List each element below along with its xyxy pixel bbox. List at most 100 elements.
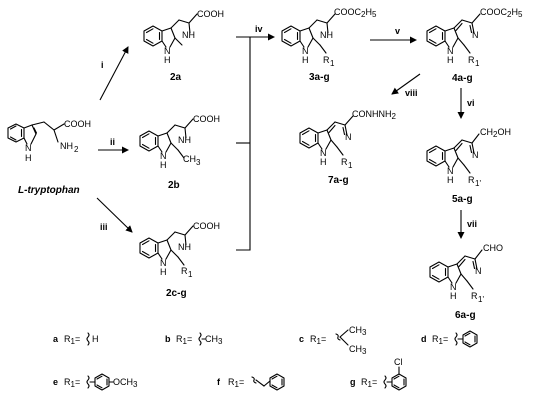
svg-text:d: d [421, 334, 427, 344]
compound-6ag-cho: CHO [483, 243, 503, 253]
svg-text:H: H [92, 334, 99, 344]
compound-6ag-n: N [450, 282, 457, 292]
compound-7ag-hydrazide: CONHNH2 [352, 109, 397, 121]
phenyl-ring-icon [94, 373, 110, 391]
compound-2cg-r: R [181, 266, 188, 276]
wavy-bond-icon [251, 376, 257, 384]
chloro-label: Cl [394, 357, 403, 367]
compound-2b-n: N [160, 151, 167, 161]
svg-text:c: c [299, 334, 304, 344]
compound-3ag-n: N [302, 46, 309, 56]
compound-7ag-structure [299, 115, 354, 156]
compound-4ag-structure [426, 13, 481, 54]
compound-7ag-ring-n: N [345, 132, 352, 142]
svg-text:R1=: R1= [310, 334, 326, 346]
svg-text:CH3: CH3 [349, 325, 367, 337]
compound-5ag-r: R [468, 175, 475, 185]
step-iii-label: iii [100, 222, 108, 232]
compound-4ag-ring-n: N [472, 30, 479, 40]
compound-6ag-ring-n: N [475, 266, 482, 276]
compound-3ag-h: H [302, 55, 309, 65]
compound-5ag-ch2oh: CH2OH [480, 127, 511, 139]
legend-item-g: g R1= Cl [350, 357, 407, 391]
compound-2b-label: 2b [168, 180, 180, 191]
step-vii-label: vii [467, 219, 477, 229]
compound-5ag-ring-n: N [472, 150, 479, 160]
svg-text:R1=: R1= [432, 334, 448, 346]
compound-4ag-h: H [447, 55, 454, 65]
compound-2a-cooh: COOH [197, 9, 224, 19]
compound-5ag-r-sub: 1' [475, 179, 481, 188]
compound-2cg-n: N [160, 258, 167, 268]
phenyl-ring-icon [269, 373, 285, 391]
compound-2cg-label: 2c-g [166, 288, 187, 299]
phenyl-ring-icon [462, 330, 478, 348]
step-iv-label: iv [255, 24, 263, 34]
svg-text:b: b [165, 334, 171, 344]
legend-item-e: e R1= OCH3 [53, 373, 138, 391]
arrow-step-viii [391, 73, 421, 95]
start-material-label: L-tryptophan [18, 185, 80, 196]
svg-text:e: e [53, 377, 58, 387]
compound-6ag-structure [429, 249, 483, 290]
compound-2a-label: 2a [170, 72, 182, 83]
compound-7ag-n: N [320, 148, 327, 158]
compound-4ag-n: N [447, 46, 454, 56]
legend-item-b: b R1= CH3 [165, 332, 223, 346]
compound-4ag-label: 4a-g [452, 73, 473, 84]
step-viii-label: viii [405, 88, 418, 98]
svg-text:f: f [217, 377, 221, 387]
compound-7ag-r: R [341, 157, 348, 167]
wavy-bond-icon [86, 332, 90, 346]
tryptophan-indole-h: H [25, 153, 32, 163]
legend-item-f: f R1= [217, 373, 285, 391]
compound-2b-ch-sub: 3 [196, 158, 201, 167]
compound-2b-ch: CH [183, 154, 196, 164]
compound-4ag-r: R [468, 55, 475, 65]
compound-2cg-h: H [160, 267, 167, 277]
compound-7ag-label: 7a-g [328, 175, 349, 186]
wavy-bond-icon [198, 332, 202, 346]
wavy-bond-icon [335, 333, 341, 341]
compound-5ag-h: H [447, 175, 454, 185]
legend-item-d: d R1= [421, 330, 478, 348]
svg-text:CH3: CH3 [349, 344, 367, 356]
compound-2a-structure [143, 13, 198, 48]
compound-3ag-structure [281, 13, 336, 54]
tryptophan-cooh: COOH [64, 119, 91, 129]
compound-2cg-cooh: COOH [193, 221, 220, 231]
compound-5ag-structure [426, 133, 480, 174]
tryptophan-nh2-sub: 2 [74, 145, 79, 154]
svg-text:R1=: R1= [64, 334, 80, 346]
step-vi-label: vi [467, 98, 475, 108]
compound-7ag-h: H [320, 157, 327, 167]
svg-text:a: a [53, 334, 59, 344]
compound-6ag-h: H [450, 291, 457, 301]
compound-3ag-ester: COOC2H5 [334, 7, 377, 19]
svg-text:R1=: R1= [176, 334, 192, 346]
compound-4ag-ester: COOC2H5 [480, 7, 523, 19]
compound-2a-h: H [164, 55, 171, 65]
compound-6ag-r-sub: 1' [478, 295, 484, 304]
svg-text:OCH3: OCH3 [113, 377, 138, 389]
compound-3ag-r: R [323, 55, 330, 65]
compound-3ag-r-sub: 1 [330, 59, 335, 68]
legend-item-a: a R1= H [53, 332, 99, 346]
phenyl-ring-icon [391, 373, 407, 391]
svg-text:R1=: R1= [64, 377, 80, 389]
svg-text:R1=: R1= [228, 377, 244, 389]
wavy-bond-icon [454, 332, 458, 346]
compound-6ag-r: R [471, 291, 478, 301]
compound-2b-structure [139, 118, 194, 159]
legend-item-c: c R1= CH3 CH3 [299, 325, 367, 356]
step-i-label: i [101, 60, 104, 70]
compound-2a-nh: NH [182, 30, 195, 40]
compound-2b-cooh: COOH [193, 114, 220, 124]
svg-text:g: g [350, 377, 356, 387]
compound-2cg-nh: NH [178, 242, 191, 252]
compound-3ag-nh: NH [320, 30, 333, 40]
arrow-step-i [99, 46, 129, 101]
compound-5ag-n: N [447, 166, 454, 176]
compound-2b-nh: NH [178, 135, 191, 145]
